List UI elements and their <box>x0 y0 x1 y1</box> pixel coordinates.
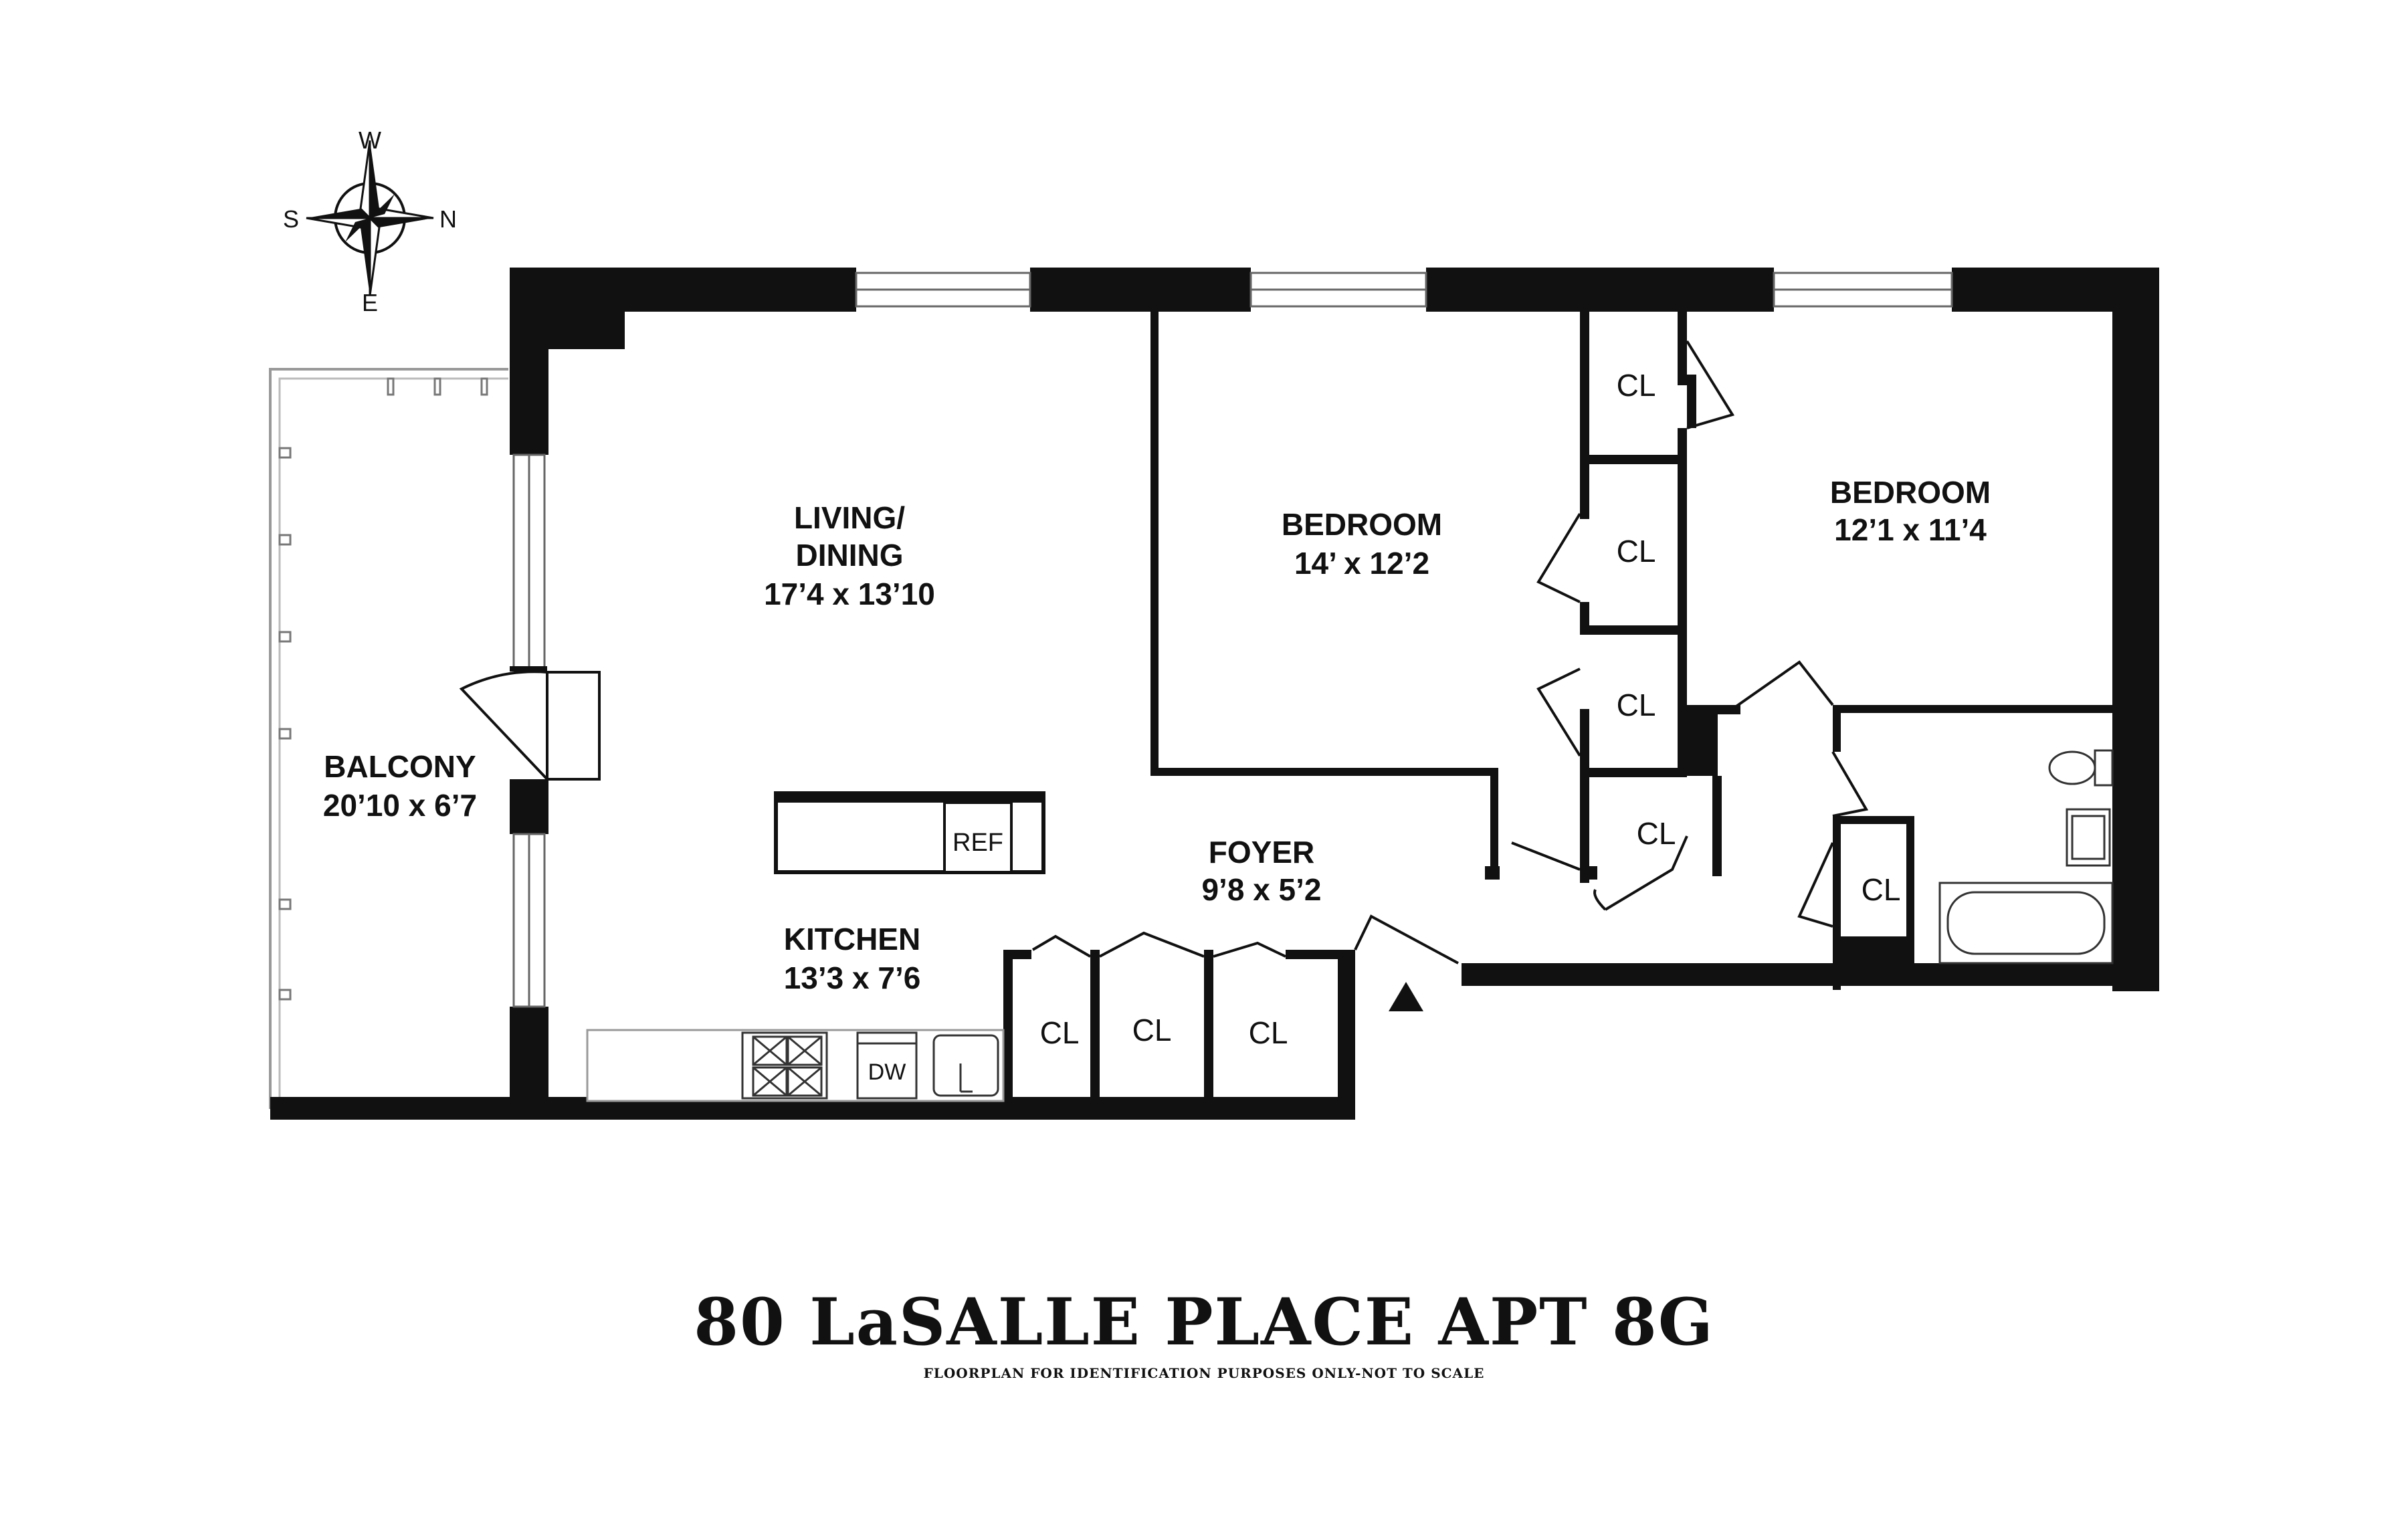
living-room-name-line1: LIVING/ <box>794 500 905 535</box>
compass-south-label: S <box>283 205 299 233</box>
foyer-name: FOYER <box>1209 835 1314 870</box>
living-room-name-line2: DINING <box>796 538 904 573</box>
closet-label: CL <box>1637 816 1676 851</box>
stove-icon <box>741 1031 828 1100</box>
door-stops <box>1580 375 1696 883</box>
bathroom-sink-icon <box>2066 808 2111 867</box>
closet-doors <box>1031 340 1869 964</box>
kitchen-island <box>774 791 1045 874</box>
refrigerator-label: REF <box>952 829 1003 857</box>
kitchen-counter <box>586 1029 1005 1102</box>
title-block: 80 LaSALLE PLACE APT 8G FLOORPLAN FOR ID… <box>0 1284 2408 1381</box>
bathtub-icon <box>1938 882 2114 964</box>
bedroom-2-name: BEDROOM <box>1830 475 1991 510</box>
compass-north-label: N <box>439 205 457 233</box>
living-room-size: 17’4 x 13’10 <box>764 577 935 611</box>
kitchen-name: KITCHEN <box>784 922 920 956</box>
compass-west-label: W <box>359 126 381 154</box>
windows <box>512 272 1953 1008</box>
compass-rose-icon <box>306 140 434 296</box>
dishwasher-label: DW <box>868 1059 906 1085</box>
balcony-door <box>459 666 601 781</box>
bedroom-2-size: 12’1 x 11’4 <box>1834 512 1987 547</box>
bedroom-1-size: 14’ x 12’2 <box>1294 546 1429 581</box>
page-title: 80 LaSALLE PLACE APT 8G <box>694 1284 1714 1360</box>
interior-walls <box>1003 312 2112 1110</box>
closet-label: CL <box>1862 872 1901 907</box>
closet-label: CL <box>1132 1013 1172 1047</box>
closet-label: CL <box>1617 534 1656 569</box>
foyer-size: 9’8 x 5’2 <box>1201 872 1321 907</box>
kitchen-size: 13’3 x 7’6 <box>784 960 921 995</box>
floor-plan: W E S N <box>269 126 2159 1120</box>
closet-label: CL <box>1249 1015 1288 1050</box>
entry-arrow-icon <box>1389 982 1423 1011</box>
balcony-railing <box>269 368 508 1109</box>
disclaimer-subtitle: FLOORPLAN FOR IDENTIFICATION PURPOSES ON… <box>923 1365 1485 1381</box>
bedroom-1-name: BEDROOM <box>1282 507 1442 542</box>
bathroom-fixtures <box>1938 749 2114 964</box>
closet-label: CL <box>1040 1015 1080 1050</box>
closet-label: CL <box>1617 688 1656 722</box>
balcony-size: 20’10 x 6’7 <box>323 788 477 823</box>
toilet-icon <box>2048 749 2114 787</box>
balcony-name: BALCONY <box>324 749 476 784</box>
closet-label: CL <box>1617 368 1656 403</box>
compass-east-label: E <box>362 289 378 316</box>
sink-icon <box>932 1034 999 1097</box>
exterior-walls <box>270 268 2159 1120</box>
